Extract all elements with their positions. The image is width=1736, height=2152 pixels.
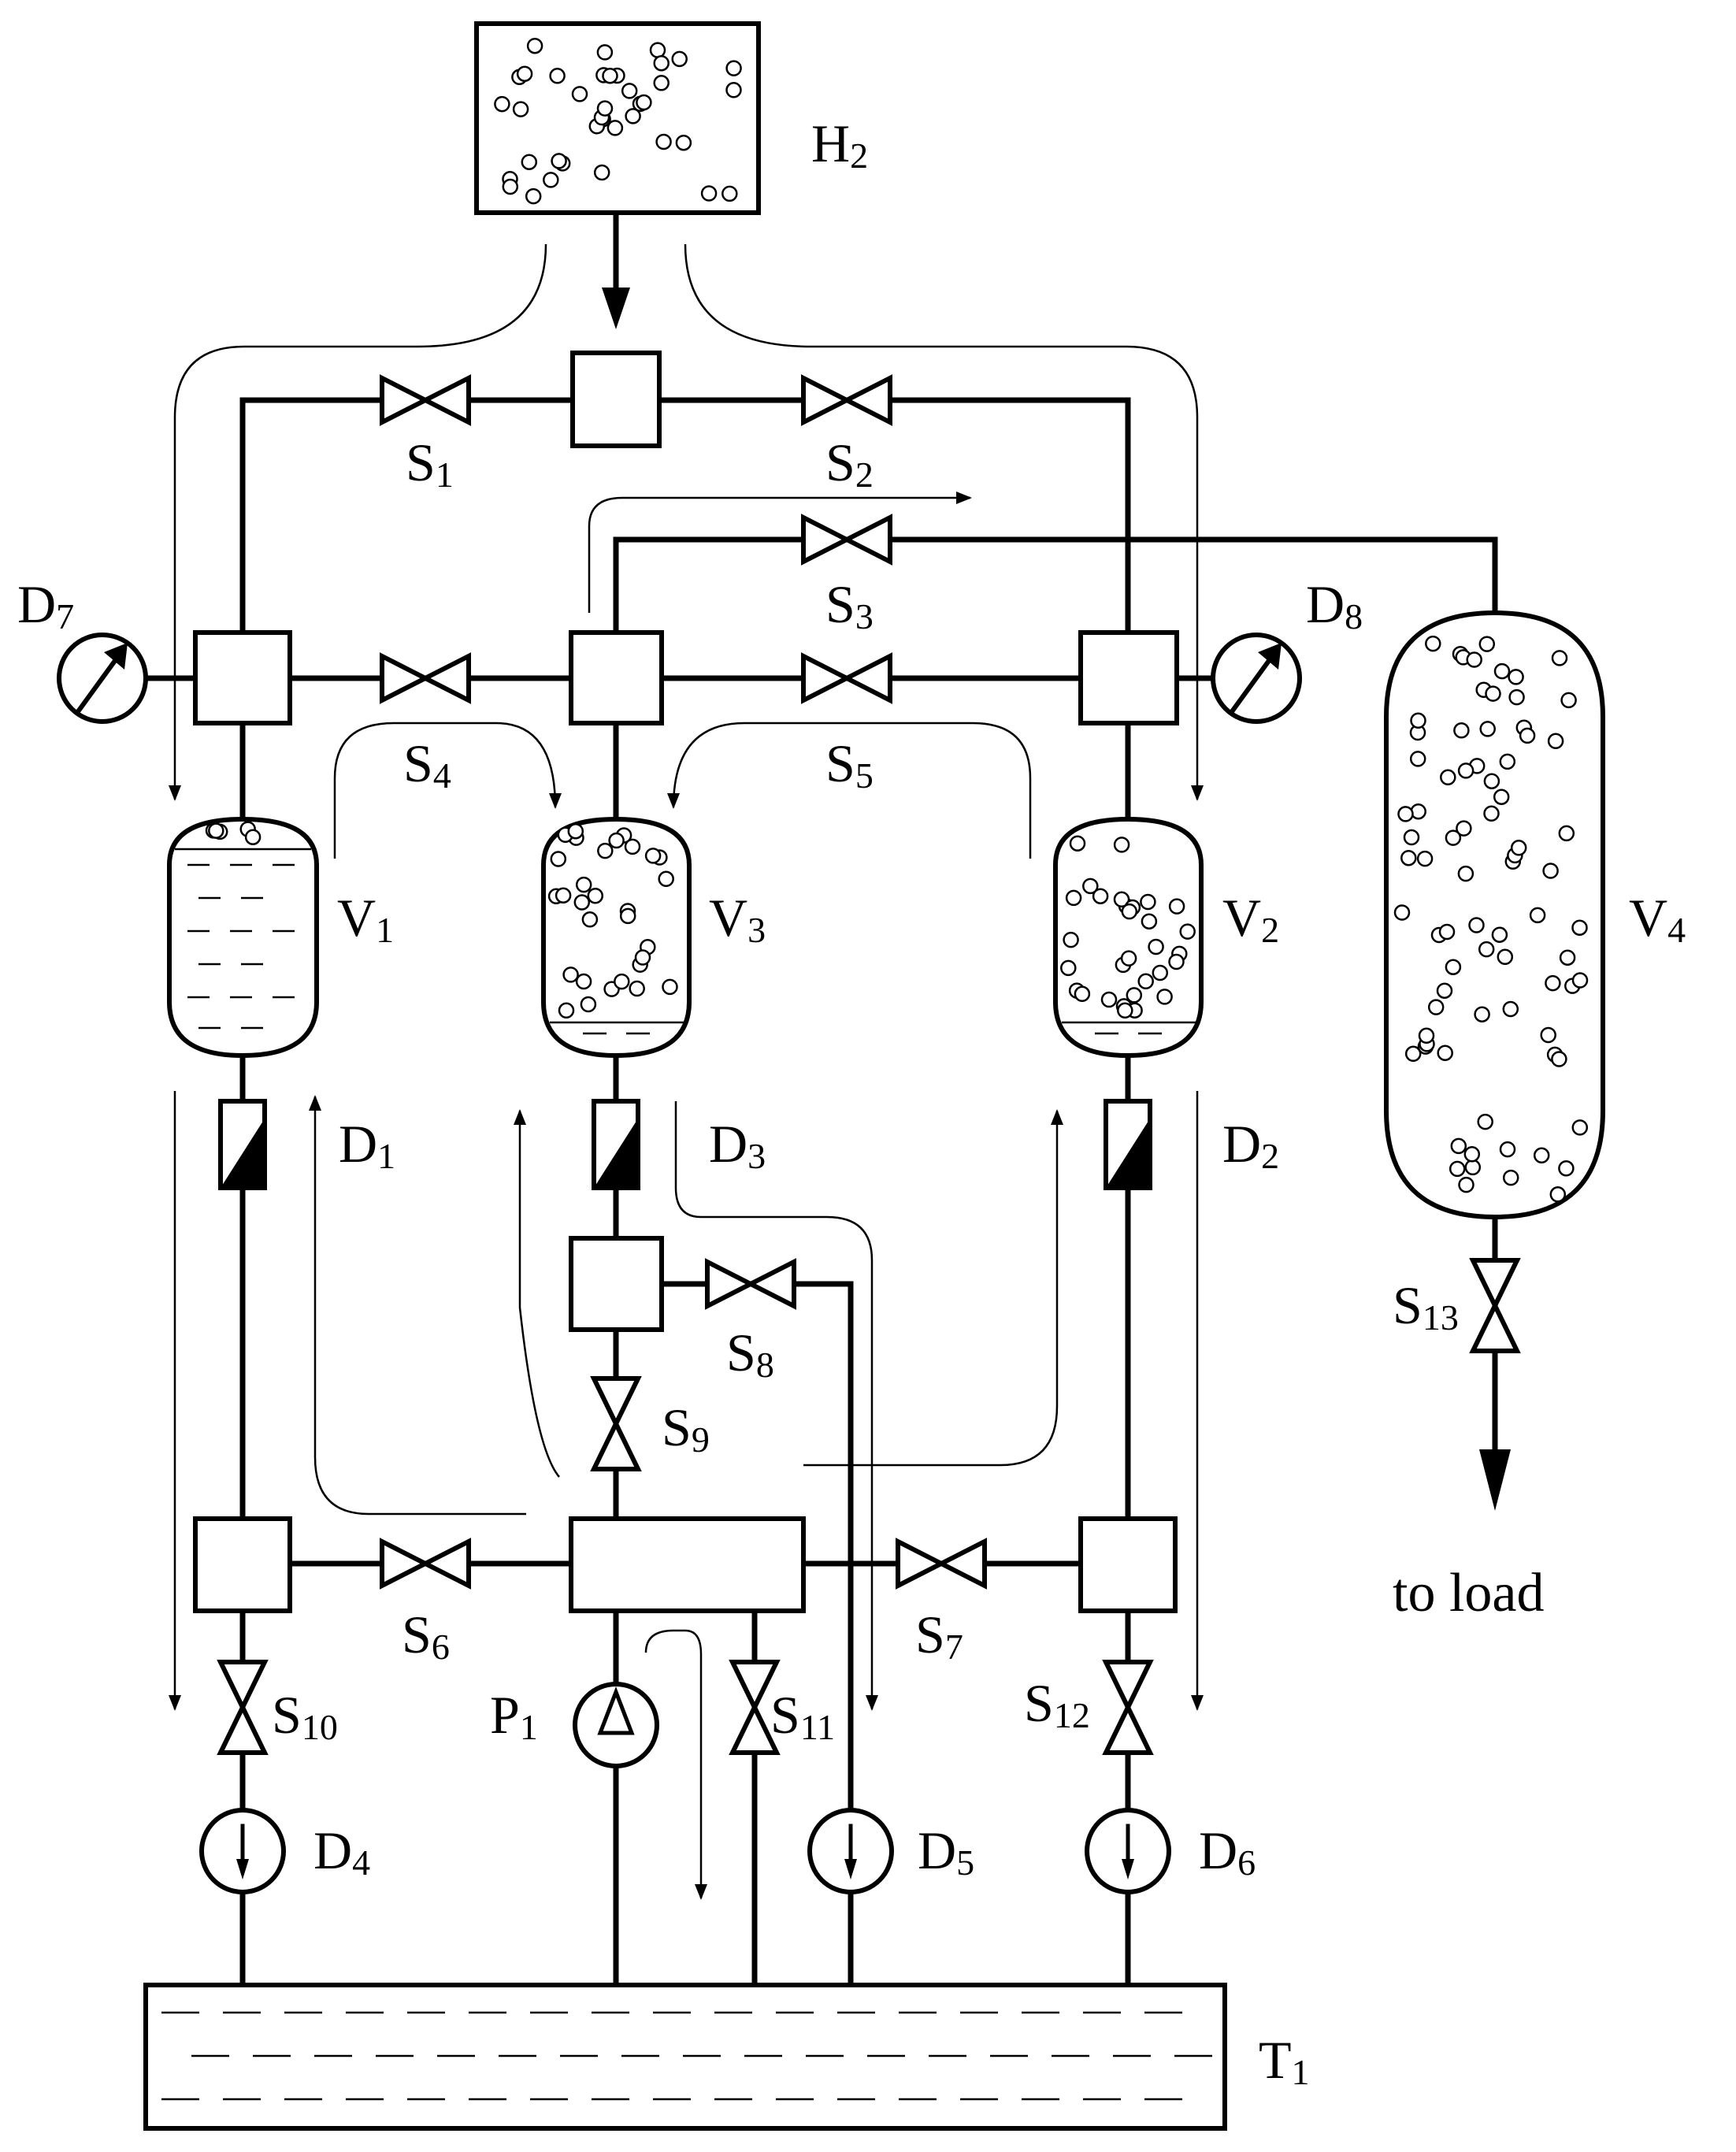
vessel-v1 [167, 816, 319, 1059]
valve-s6 [380, 1538, 471, 1590]
valves [217, 374, 1521, 1755]
s7-label: S7 [915, 1605, 963, 1667]
s3-label: S3 [825, 574, 874, 636]
vessel-v2 [1053, 816, 1204, 1059]
junction-top [570, 351, 662, 448]
valve-s10 [217, 1660, 269, 1755]
valve-s9 [590, 1376, 642, 1471]
junction-center [569, 630, 664, 725]
junction-boxes [193, 351, 1179, 1613]
valve-s11 [729, 1660, 781, 1755]
valve-s4 [380, 652, 471, 704]
s1-label: S1 [406, 432, 454, 495]
d8-label: D8 [1306, 574, 1363, 636]
pressure-gauge-d7 [57, 633, 148, 724]
vessel-v3 [541, 816, 692, 1059]
s9-label: S9 [662, 1397, 710, 1460]
s5-label: S5 [825, 733, 874, 796]
junction-bottom-left [193, 1516, 292, 1613]
tank-t1 [143, 1983, 1227, 2131]
flow-path-arrows [169, 243, 1204, 1900]
v1-label: V1 [337, 888, 394, 950]
to-load-arrowhead [1479, 1449, 1511, 1511]
s4-label: S4 [403, 733, 451, 796]
h2-source: H2 [474, 21, 868, 215]
check-valve-d2 [1104, 1099, 1152, 1190]
v4-label: V4 [1629, 888, 1686, 950]
check-valve-d3 [592, 1099, 640, 1190]
v3-label: V3 [709, 888, 766, 950]
s13-label: S13 [1393, 1275, 1459, 1338]
flow-meter-d6 [1085, 1808, 1171, 1894]
d2-label: D2 [1222, 1114, 1279, 1176]
s11-label: S11 [770, 1685, 835, 1747]
valve-s3 [801, 514, 892, 566]
p1-label: P1 [490, 1685, 538, 1747]
d4-label: D4 [313, 1820, 370, 1883]
valve-s1 [380, 374, 471, 426]
d1-label: D1 [339, 1114, 395, 1176]
h2-feed-arrowhead [602, 288, 630, 329]
valve-s7 [896, 1538, 987, 1590]
labels: S1 S2 S3 S4 S5 S6 S7 S8 S9 S10 S11 S12 S… [17, 432, 1686, 2092]
valve-s13 [1469, 1258, 1521, 1353]
manifold-bottom-center [569, 1516, 806, 1613]
pressure-gauge-d8 [1211, 633, 1302, 724]
d6-label: D6 [1199, 1820, 1256, 1883]
s12-label: S12 [1024, 1673, 1090, 1735]
check-valve-d1 [218, 1099, 267, 1190]
pump-p1 [573, 1682, 659, 1768]
d3-label: D3 [709, 1114, 766, 1176]
d7-label: D7 [17, 574, 74, 636]
h2-label: H2 [811, 113, 868, 176]
s10-label: S10 [272, 1685, 338, 1747]
junction-right [1078, 630, 1179, 725]
d5-label: D5 [918, 1820, 974, 1883]
to-load-label: to load [1393, 1563, 1544, 1623]
junction-s8 [569, 1236, 664, 1332]
junction-left [193, 630, 292, 725]
valve-s8 [705, 1258, 796, 1310]
flow-meter-d5 [807, 1808, 894, 1894]
t1-label: T1 [1259, 2030, 1310, 2092]
v2-label: V2 [1222, 888, 1279, 950]
valve-s5 [801, 652, 892, 704]
s8-label: S8 [726, 1323, 774, 1385]
flow-meter-d4 [199, 1808, 286, 1894]
junction-bottom-right [1078, 1516, 1178, 1613]
valve-s12 [1102, 1660, 1154, 1755]
s2-label: S2 [825, 432, 874, 495]
valve-s2 [801, 374, 892, 426]
vessel-v4 [1384, 610, 1605, 1220]
s6-label: S6 [402, 1605, 450, 1667]
